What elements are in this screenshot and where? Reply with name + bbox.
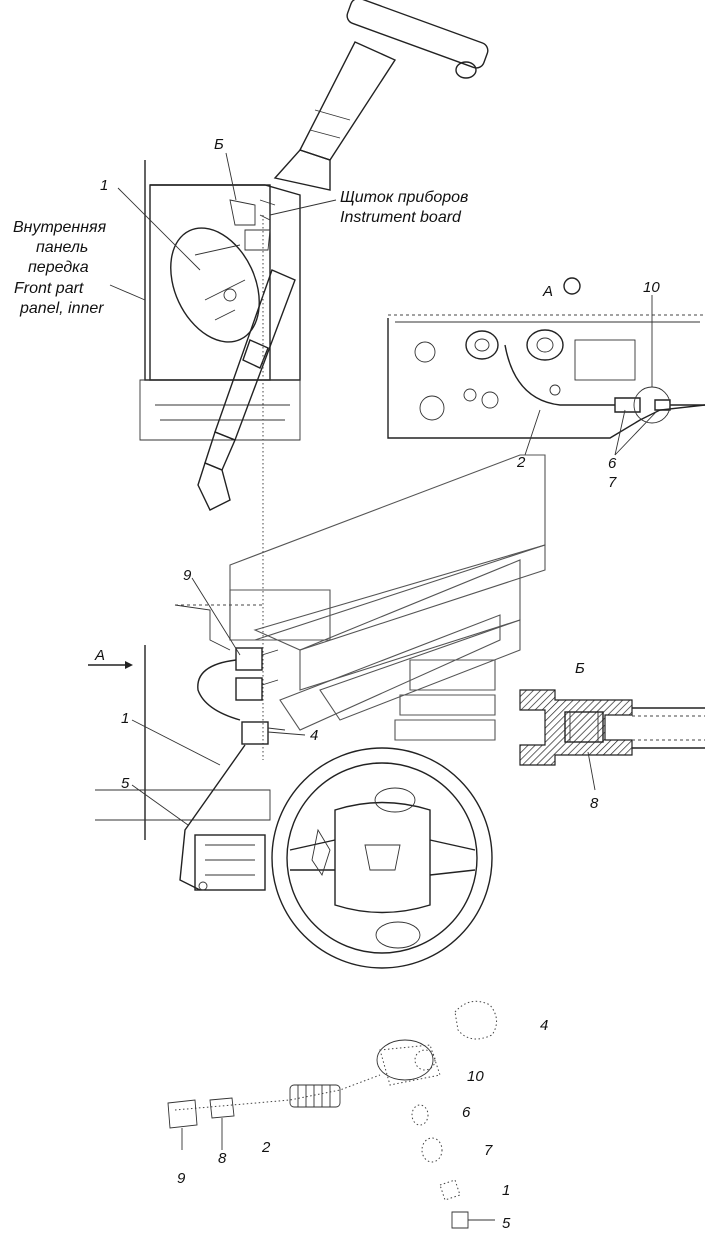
callout-9-mid: 9 xyxy=(183,567,192,584)
view-b-marker-top: Б xyxy=(214,136,224,153)
exploded-callout-4: 4 xyxy=(540,1017,548,1034)
inner-panel-label-en-2: panel, inner xyxy=(19,300,104,317)
callout-10-view-a: 10 xyxy=(643,279,660,296)
inner-panel-label-ru-1: Внутренняя xyxy=(13,219,107,236)
callout-8-section: 8 xyxy=(590,795,599,812)
steering-wheel-view xyxy=(271,747,493,969)
exploded-callout-8: 8 xyxy=(218,1150,227,1167)
arrow-a-label: А xyxy=(94,647,105,664)
section-b-connector xyxy=(519,689,705,791)
view-a-title: А xyxy=(542,283,553,300)
instrument-board-label-ru: Щиток приборов xyxy=(340,189,468,206)
section-b-title: Б xyxy=(575,660,585,677)
exploded-callout-1: 1 xyxy=(502,1182,510,1199)
side-view-assembly xyxy=(109,0,489,760)
instrument-board-label-en: Instrument board xyxy=(340,209,462,226)
callout-6-view-a: 6 xyxy=(608,455,617,472)
callout-2-view-a: 2 xyxy=(516,454,526,471)
inner-panel-label-ru-3: передка xyxy=(28,259,89,276)
callout-1-top: 1 xyxy=(100,177,108,194)
exploded-callout-5: 5 xyxy=(502,1215,511,1232)
callout-5-mid: 5 xyxy=(121,775,130,792)
exploded-callout-2: 2 xyxy=(261,1139,271,1156)
inner-panel-label-en-1: Front part xyxy=(14,280,84,297)
exploded-callout-9: 9 xyxy=(177,1170,186,1187)
callout-1-mid: 1 xyxy=(121,710,129,727)
callout-7-view-a: 7 xyxy=(608,474,617,491)
watermark-logo xyxy=(229,454,546,741)
callout-4-mid: 4 xyxy=(310,727,318,744)
exploded-parts-view xyxy=(167,1000,497,1229)
view-a-instrument-board xyxy=(387,277,706,456)
exploded-callout-10: 10 xyxy=(467,1068,484,1085)
inner-panel-label-ru-2: панель xyxy=(36,239,88,256)
middle-installation-view xyxy=(88,577,306,891)
drawing-labels: Б 1 Внутренняя панель передка Front part… xyxy=(13,136,660,1232)
exploded-callout-6: 6 xyxy=(462,1104,471,1121)
exploded-callout-7: 7 xyxy=(484,1142,493,1159)
